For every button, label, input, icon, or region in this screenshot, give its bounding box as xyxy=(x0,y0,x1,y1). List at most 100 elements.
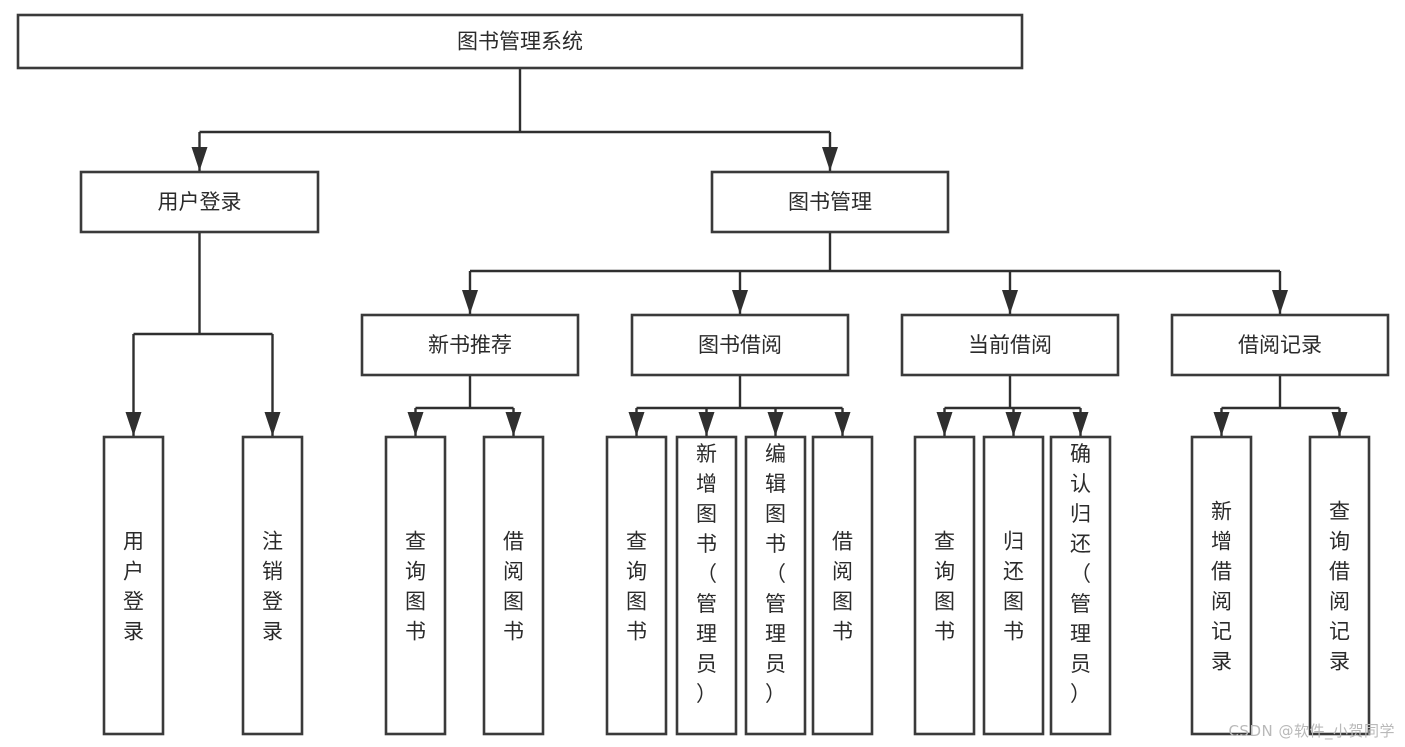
node-label-char: 询 xyxy=(626,560,647,584)
node-leaf-edit-book[interactable]: 编辑图书（管理员） xyxy=(744,435,807,736)
node-box-leaf-query-book-3[interactable] xyxy=(913,435,976,736)
node-label-char: ） xyxy=(1070,682,1091,706)
node-label-char: 图 xyxy=(405,590,426,614)
edge-arrowhead-leaf-borrow-book-1 xyxy=(505,412,522,436)
nodes-layer: 图书管理系统用户登录用户登录注销登录图书管理新书推荐查询图书借阅图书图书借阅查询… xyxy=(16,13,1390,736)
edge-arrowhead-borrow-record xyxy=(1272,290,1288,314)
node-leaf-user-logout[interactable]: 注销登录 xyxy=(241,435,304,736)
edge-arrowhead-leaf-user-login xyxy=(125,412,142,436)
node-label-leaf-user-login: 用户登录 xyxy=(123,530,144,644)
node-label-borrow-record: 借阅记录 xyxy=(1238,333,1322,357)
edge-arrowhead-leaf-query-record xyxy=(1331,412,1348,436)
node-label-char: 员 xyxy=(1070,652,1091,676)
node-label-char: 录 xyxy=(262,620,283,644)
node-borrow-record[interactable]: 借阅记录 xyxy=(1170,313,1390,377)
node-label-char: 书 xyxy=(626,620,647,644)
node-label-char: 书 xyxy=(765,532,786,556)
node-leaf-query-record[interactable]: 查询借阅记录 xyxy=(1308,435,1371,736)
node-label-leaf-query-book-1: 查询图书 xyxy=(405,530,426,644)
edge-arrowhead-leaf-user-logout xyxy=(264,412,281,436)
node-box-user-login[interactable] xyxy=(79,170,320,234)
edge-arrowhead-leaf-add-record xyxy=(1213,412,1230,436)
node-leaf-add-record[interactable]: 新增借阅记录 xyxy=(1190,435,1253,736)
node-leaf-confirm-return[interactable]: 确认归还（管理员） xyxy=(1049,435,1112,736)
node-label-char: 辑 xyxy=(765,472,786,496)
node-label-char: 增 xyxy=(1211,530,1232,554)
node-box-leaf-return-book[interactable] xyxy=(982,435,1045,736)
node-box-current-borrow[interactable] xyxy=(900,313,1120,377)
node-label-leaf-query-record: 查询借阅记录 xyxy=(1329,500,1350,674)
node-label-leaf-query-book-2: 查询图书 xyxy=(626,530,647,644)
node-label-char: 图 xyxy=(696,502,717,526)
node-box-book-borrow[interactable] xyxy=(630,313,850,377)
node-box-leaf-add-record[interactable] xyxy=(1190,435,1253,736)
node-label-char: （ xyxy=(696,562,717,586)
node-label-char: 阅 xyxy=(832,560,853,584)
node-leaf-user-login[interactable]: 用户登录 xyxy=(102,435,165,736)
node-label-char: 员 xyxy=(765,652,786,676)
edge-arrowhead-leaf-confirm-return xyxy=(1072,412,1089,436)
node-label-char: 录 xyxy=(1211,650,1232,674)
node-label-char: 图 xyxy=(1003,590,1024,614)
node-label-char: 管 xyxy=(1070,592,1091,616)
node-label-char: 管 xyxy=(696,592,717,616)
node-label-user-login: 用户登录 xyxy=(158,190,242,214)
node-label-char: 户 xyxy=(123,560,144,584)
node-box-leaf-user-login[interactable] xyxy=(102,435,165,736)
node-box-leaf-borrow-book-2[interactable] xyxy=(811,435,874,736)
node-box-leaf-query-book-2[interactable] xyxy=(605,435,668,736)
node-book-manage[interactable]: 图书管理 xyxy=(710,170,950,234)
node-user-login[interactable]: 用户登录 xyxy=(79,170,320,234)
node-label-root: 图书管理系统 xyxy=(457,30,583,54)
node-label-char: 借 xyxy=(1211,560,1232,584)
node-box-new-book-recommend[interactable] xyxy=(360,313,580,377)
node-leaf-query-book-3[interactable]: 查询图书 xyxy=(913,435,976,736)
node-label-char: 认 xyxy=(1070,472,1091,496)
node-label-char: 归 xyxy=(1070,502,1091,526)
node-label-leaf-add-record: 新增借阅记录 xyxy=(1211,500,1232,674)
node-box-leaf-add-book[interactable] xyxy=(675,435,738,736)
node-box-leaf-query-book-1[interactable] xyxy=(384,435,447,736)
edge-arrowhead-leaf-edit-book xyxy=(767,412,784,436)
node-label-char: 还 xyxy=(1070,532,1091,556)
node-leaf-borrow-book-1[interactable]: 借阅图书 xyxy=(482,435,545,736)
node-root[interactable]: 图书管理系统 xyxy=(16,13,1024,70)
node-label-leaf-return-book: 归还图书 xyxy=(1003,530,1024,644)
node-box-leaf-query-record[interactable] xyxy=(1308,435,1371,736)
node-leaf-query-book-1[interactable]: 查询图书 xyxy=(384,435,447,736)
node-box-leaf-borrow-book-1[interactable] xyxy=(482,435,545,736)
node-label-char: 新 xyxy=(696,442,717,466)
node-label-leaf-borrow-book-2: 借阅图书 xyxy=(832,530,853,644)
node-box-book-manage[interactable] xyxy=(710,170,950,234)
node-box-leaf-edit-book[interactable] xyxy=(744,435,807,736)
node-label-char: 书 xyxy=(696,532,717,556)
node-label-leaf-add-book: 新增图书（管理员） xyxy=(696,442,717,706)
node-label-char: 编 xyxy=(765,442,786,466)
edge-arrowhead-new-book-recommend xyxy=(462,290,478,314)
node-label-char: 阅 xyxy=(503,560,524,584)
node-box-leaf-user-logout[interactable] xyxy=(241,435,304,736)
node-label-char: 理 xyxy=(1070,622,1091,646)
node-leaf-query-book-2[interactable]: 查询图书 xyxy=(605,435,668,736)
node-box-root[interactable] xyxy=(16,13,1024,70)
node-label-char: 登 xyxy=(123,590,144,614)
node-leaf-return-book[interactable]: 归还图书 xyxy=(982,435,1045,736)
node-label-new-book-recommend: 新书推荐 xyxy=(428,333,512,357)
node-label-leaf-user-logout: 注销登录 xyxy=(262,530,283,644)
edge-arrowhead-book-borrow xyxy=(732,290,748,314)
node-current-borrow[interactable]: 当前借阅 xyxy=(900,313,1120,377)
node-label-leaf-borrow-book-1: 借阅图书 xyxy=(503,530,524,644)
node-label-char: 查 xyxy=(1329,500,1350,524)
node-new-book-recommend[interactable]: 新书推荐 xyxy=(360,313,580,377)
node-label-char: 阅 xyxy=(1211,590,1232,614)
node-box-leaf-confirm-return[interactable] xyxy=(1049,435,1112,736)
node-leaf-add-book[interactable]: 新增图书（管理员） xyxy=(675,435,738,736)
node-label-char: 还 xyxy=(1003,560,1024,584)
node-box-borrow-record[interactable] xyxy=(1170,313,1390,377)
node-label-char: 图 xyxy=(765,502,786,526)
node-label-char: 借 xyxy=(832,530,853,554)
edge-arrowhead-leaf-return-book xyxy=(1005,412,1022,436)
node-label-char: ） xyxy=(696,682,717,706)
node-leaf-borrow-book-2[interactable]: 借阅图书 xyxy=(811,435,874,736)
node-book-borrow[interactable]: 图书借阅 xyxy=(630,313,850,377)
